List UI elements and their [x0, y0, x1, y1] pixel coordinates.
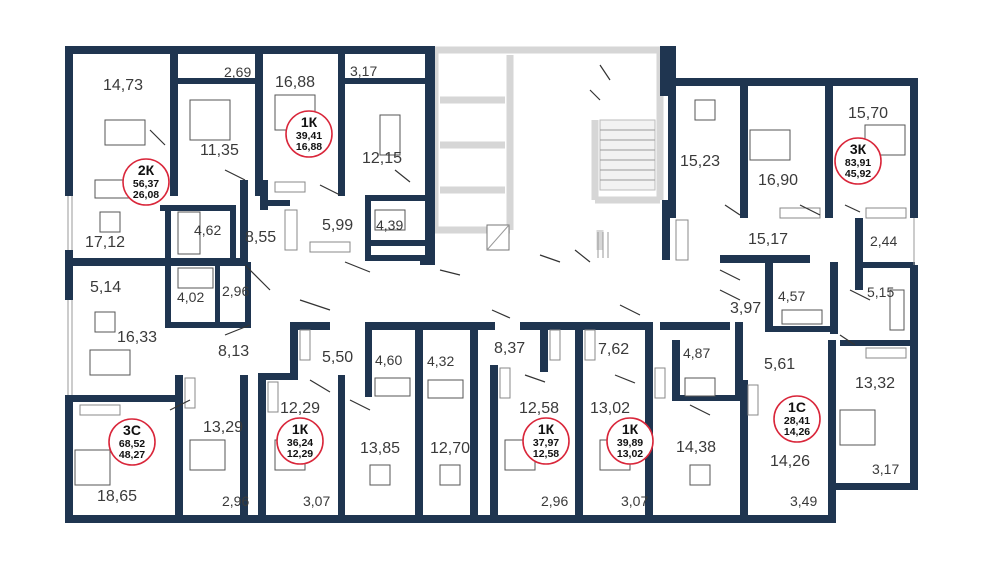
- room-area-label: 13,29: [203, 419, 243, 436]
- room-area-label: 5,14: [90, 279, 121, 296]
- svg-text:45,92: 45,92: [845, 168, 871, 180]
- svg-text:83,91: 83,91: [845, 157, 871, 169]
- room-area-label: 16,90: [758, 172, 798, 189]
- room-area-label: 5,61: [764, 356, 795, 373]
- room-labels: 14,73 2,69 16,88 3,17 11,35 15,70 15,23 …: [85, 63, 899, 509]
- apartment-badge: 3К 83,91 45,92: [834, 137, 882, 185]
- svg-text:13,02: 13,02: [617, 448, 643, 460]
- room-area-label: 4,87: [683, 345, 710, 361]
- room-area-label: 4,32: [427, 353, 454, 369]
- svg-text:16,88: 16,88: [296, 141, 322, 153]
- room-area-label: 4,60: [375, 352, 402, 368]
- apartment-badges: 2К 56,37 26,08 1К 39,41 16,88 3К 83,91 4…: [108, 110, 882, 466]
- room-area-label: 12,70: [430, 440, 470, 457]
- room-area-label: 15,17: [748, 231, 788, 248]
- room-area-label: 2,44: [870, 233, 897, 249]
- room-area-label: 15,70: [848, 105, 888, 122]
- apartment-badge: 1К 37,97 12,58: [522, 417, 570, 465]
- room-area-label: 16,88: [275, 74, 315, 91]
- svg-text:68,52: 68,52: [119, 438, 145, 450]
- walls: [65, 46, 918, 523]
- apartment-badge: 1К 36,24 12,29: [276, 417, 324, 465]
- svg-text:12,29: 12,29: [287, 448, 313, 460]
- room-area-label: 4,39: [376, 217, 403, 233]
- room-area-label: 7,62: [598, 341, 629, 358]
- room-area-label: 16,33: [117, 329, 157, 346]
- room-area-label: 3,07: [303, 493, 330, 509]
- svg-text:26,08: 26,08: [133, 189, 159, 201]
- svg-text:12,58: 12,58: [533, 448, 559, 460]
- svg-text:1К: 1К: [301, 114, 318, 130]
- doors: [149, 64, 871, 416]
- apartment-badge: 1К 39,89 13,02: [606, 417, 654, 465]
- room-area-label: 12,29: [280, 400, 320, 417]
- stair-core: [431, 46, 664, 258]
- room-area-label: 4,02: [177, 289, 204, 305]
- svg-text:14,26: 14,26: [784, 426, 810, 438]
- svg-text:48,27: 48,27: [119, 449, 145, 461]
- windows: [67, 196, 915, 395]
- loggias: [79, 181, 907, 416]
- room-area-label: 3,49: [790, 493, 817, 509]
- room-area-label: 14,26: [770, 453, 810, 470]
- room-area-label: 15,23: [680, 153, 720, 170]
- room-area-label: 11,35: [200, 142, 239, 159]
- room-area-label: 5,50: [322, 349, 353, 366]
- room-area-label: 13,85: [360, 440, 400, 457]
- room-area-label: 3,17: [872, 461, 899, 477]
- svg-text:39,89: 39,89: [617, 437, 643, 449]
- room-area-label: 12,15: [362, 150, 402, 167]
- room-area-label: 14,73: [103, 77, 143, 94]
- svg-text:3С: 3С: [123, 422, 141, 438]
- room-area-label: 8,55: [245, 229, 276, 246]
- room-area-label: 5,15: [867, 284, 894, 300]
- svg-text:1К: 1К: [538, 421, 555, 437]
- room-area-label: 17,12: [85, 234, 125, 251]
- room-area-label: 4,57: [778, 288, 805, 304]
- room-area-label: 4,62: [194, 222, 221, 238]
- room-area-label: 18,65: [97, 488, 137, 505]
- room-area-label: 13,02: [590, 400, 630, 417]
- svg-text:1К: 1К: [292, 421, 309, 437]
- room-area-label: 2,96: [222, 283, 249, 299]
- room-area-label: 14,38: [676, 439, 716, 456]
- room-area-label: 3,17: [350, 63, 377, 79]
- svg-text:2К: 2К: [138, 162, 155, 178]
- room-area-label: 2,96: [541, 493, 568, 509]
- svg-text:36,24: 36,24: [287, 437, 313, 449]
- svg-text:39,41: 39,41: [296, 130, 322, 142]
- svg-text:37,97: 37,97: [533, 437, 559, 449]
- room-area-label: 8,13: [218, 343, 249, 360]
- room-area-label: 8,37: [494, 340, 525, 357]
- room-area-label: 2,96: [222, 493, 249, 509]
- room-area-label: 3,07: [621, 493, 648, 509]
- room-area-label: 2,69: [224, 64, 251, 80]
- apartment-badge: 3С 68,52 48,27: [108, 418, 156, 466]
- apartment-badge: 1С 28,41 14,26: [773, 395, 821, 443]
- svg-text:3К: 3К: [850, 141, 867, 157]
- apartment-badge: 2К 56,37 26,08: [122, 158, 170, 206]
- apartment-badge: 1К 39,41 16,88: [285, 110, 333, 158]
- svg-text:56,37: 56,37: [133, 178, 159, 190]
- room-area-label: 13,32: [855, 375, 895, 392]
- svg-text:1К: 1К: [622, 421, 639, 437]
- svg-text:28,41: 28,41: [784, 415, 810, 427]
- room-area-label: 12,58: [519, 400, 559, 417]
- room-area-label: 3,97: [730, 300, 761, 317]
- svg-text:1С: 1С: [788, 399, 806, 415]
- room-area-label: 5,99: [322, 217, 353, 234]
